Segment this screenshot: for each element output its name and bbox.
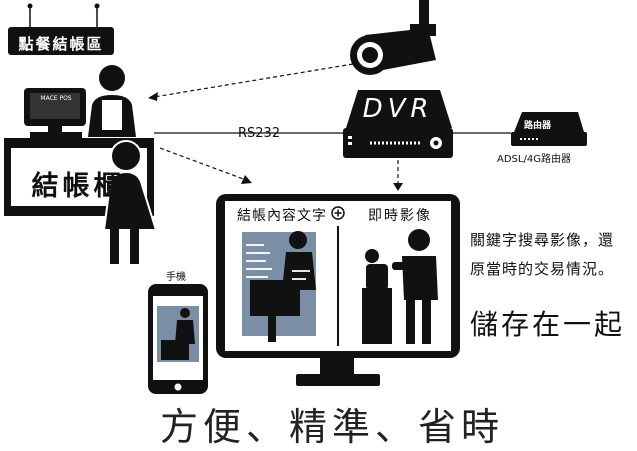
phone-label: 手機 — [166, 272, 186, 283]
cctv-camera-icon — [350, 0, 436, 75]
zoom-plus-icon — [331, 206, 345, 220]
description-line-1: 關鍵字搜尋影像，還 — [470, 231, 615, 249]
cashier-person-icon — [88, 65, 136, 137]
dvr-recorder-icon — [343, 90, 453, 158]
rs232-label: RS232 — [238, 126, 281, 141]
router-sublabel: ADSL/4G路由器 — [497, 154, 571, 165]
pos-brand-label: MACE POS — [40, 95, 72, 102]
sign-board — [8, 3, 114, 55]
customer-person-icon — [102, 140, 158, 264]
smartphone-icon — [148, 284, 208, 394]
description-line-2: 原當時的交易情況。 — [470, 260, 615, 278]
screen-left-title: 結帳內容文字 — [237, 208, 327, 224]
storage-caption: 儲存在一起 — [470, 308, 626, 341]
router-icon — [511, 112, 587, 146]
counter-label: 結帳櫃 — [31, 171, 125, 202]
monitor-icon — [216, 194, 460, 386]
camera-to-counter-arrow — [153, 63, 354, 98]
screen-right-title: 即時影像 — [368, 208, 432, 224]
dvr-label: DVR — [362, 94, 434, 124]
sign-label: 點餐結帳區 — [18, 35, 104, 53]
tagline: 方便、精準、省時 — [160, 405, 505, 449]
pos-terminal-icon — [24, 88, 86, 140]
counter-to-monitor-arrow — [159, 147, 247, 181]
router-label: 路由器 — [524, 121, 552, 131]
